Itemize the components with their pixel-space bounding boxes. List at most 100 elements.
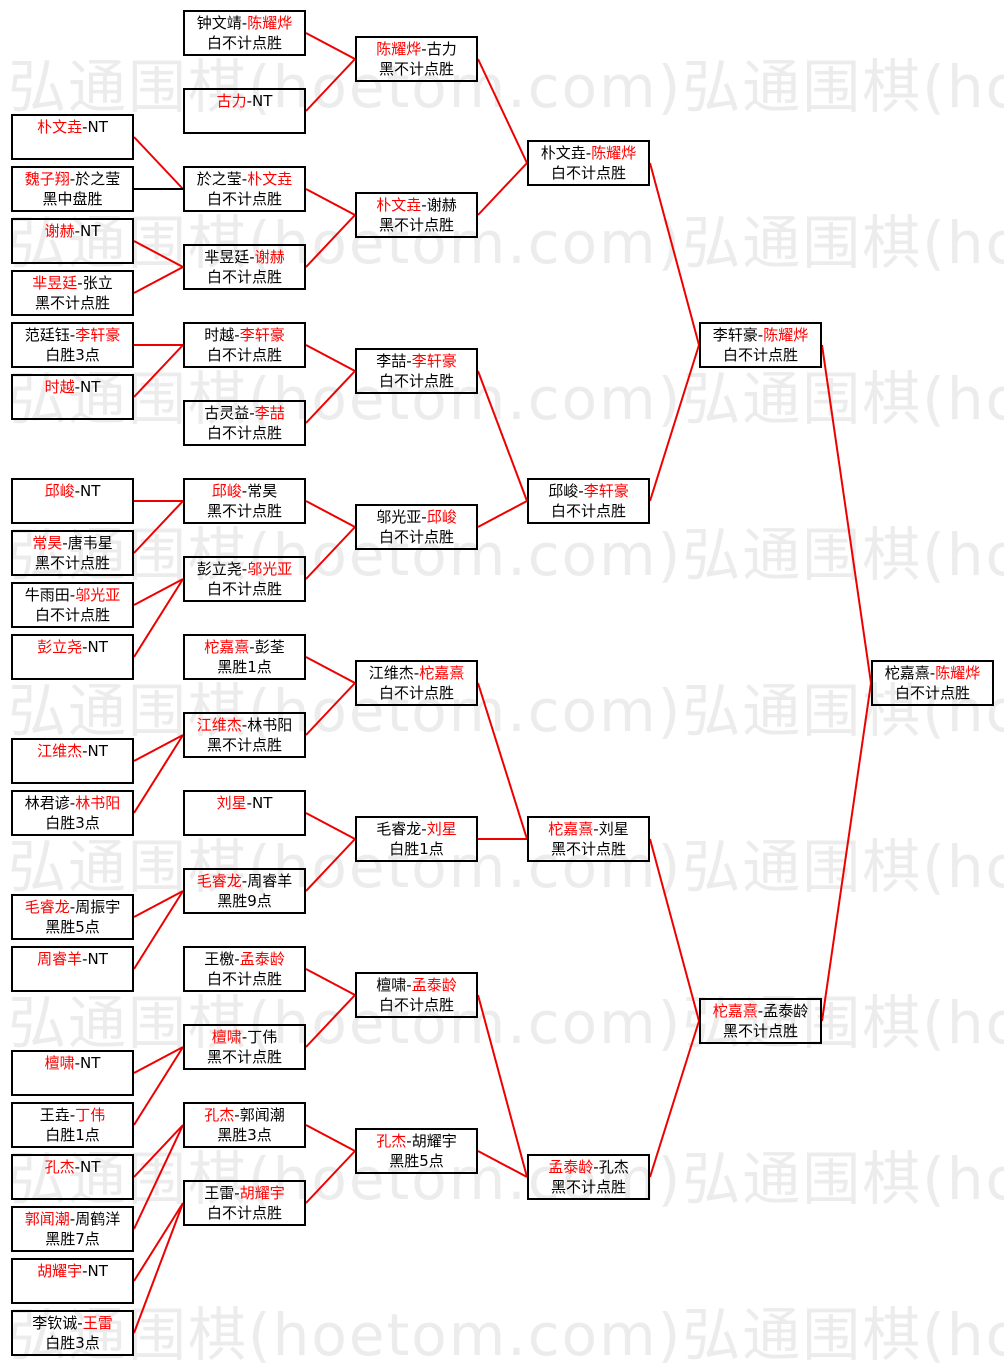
player-black: 朴文垚 [376, 196, 422, 214]
connector-r2-3-to-r3-2 [305, 188, 356, 216]
player-white: 刘星 [426, 820, 457, 838]
player-white: 谢赫 [426, 196, 457, 214]
player-white: 林书阳 [247, 716, 293, 734]
player-black: 芈昱廷 [204, 248, 250, 266]
player-black: 魏子翔 [24, 170, 70, 188]
match-players: 时越-李轩豪 [185, 325, 304, 345]
match-players: 时越-NT [13, 377, 132, 397]
player-black: 时越 [44, 378, 75, 396]
match-players: 王垚-丁伟 [13, 1105, 132, 1125]
player-white: 陈耀烨 [247, 14, 293, 32]
vs-dash: - [82, 950, 88, 968]
connector-r3-7-to-r4-4 [477, 994, 528, 1178]
vs-dash: - [69, 1106, 76, 1124]
player-white: 胡耀宇 [411, 1132, 457, 1150]
vs-dash: - [69, 1210, 76, 1228]
match-result: 白胜1点 [389, 840, 444, 858]
match-result: 黑中盘胜 [42, 190, 103, 208]
connector-r1-3-to-r2-4 [133, 240, 184, 268]
match-box-r2-9: 柁嘉熹-彭荃黑胜1点 [183, 634, 306, 680]
match-result: 黑不计点胜 [378, 60, 454, 78]
match-players: 古灵益-李喆 [185, 403, 304, 423]
player-white: 唐韦星 [67, 534, 113, 552]
match-box-r3-4: 邬光亚-邱峻白不计点胜 [355, 504, 478, 550]
connector-r3-1-to-r4-1 [477, 58, 528, 164]
player-white: NT [87, 1262, 108, 1280]
match-players: 林君谚-林书阳 [13, 793, 132, 813]
match-players: 柁嘉熹-孟泰龄 [701, 1001, 820, 1021]
connector-r2-1-to-r3-1 [305, 32, 356, 60]
vs-dash: - [241, 560, 248, 578]
connector-r1-10-to-r2-8 [133, 578, 184, 658]
match-box-r1-13: 毛睿龙-周振宇黑胜5点 [11, 894, 134, 940]
match-box-r1-4: 芈昱廷-张立黑不计点胜 [11, 270, 134, 316]
match-box-r1-6: 时越-NT [11, 374, 134, 420]
vs-dash: - [413, 664, 420, 682]
player-white: NT [80, 1054, 101, 1072]
player-white: 彭荃 [254, 638, 285, 656]
connector-r2-5-to-r3-3 [305, 344, 356, 372]
connector-r1-19-to-r2-16 [133, 1202, 184, 1282]
player-black: 彭立尧 [196, 560, 242, 578]
connector-r1-13-to-r2-12 [133, 890, 184, 918]
vs-dash: - [234, 1184, 240, 1202]
match-box-r2-1: 钟文靖-陈耀烨白不计点胜 [183, 10, 306, 56]
match-box-r4-3: 柁嘉熹-刘星黑不计点胜 [527, 816, 650, 862]
match-players: 邱峻-NT [13, 481, 132, 501]
player-white: NT [252, 92, 273, 110]
connector-r4-1-to-r5-1 [649, 162, 700, 346]
player-white: 周鹤洋 [75, 1210, 121, 1228]
match-players: 孔杰-郭闻潮 [185, 1105, 304, 1125]
match-result: 黑胜9点 [217, 892, 272, 910]
player-white: NT [87, 638, 108, 656]
player-black: 李轩豪 [712, 326, 758, 344]
player-black: 柁嘉熹 [548, 820, 594, 838]
match-box-r3-1: 陈耀烨-古力黑不计点胜 [355, 36, 478, 82]
vs-dash: - [406, 1132, 412, 1150]
vs-dash: - [69, 170, 76, 188]
match-box-r2-12: 毛睿龙-周睿羊黑胜9点 [183, 868, 306, 914]
connector-r2-14-to-r3-7 [305, 994, 356, 1048]
vs-dash: - [593, 820, 599, 838]
match-box-r1-7: 邱峻-NT [11, 478, 134, 524]
match-players: 周睿羊-NT [13, 949, 132, 969]
player-white: 张立 [82, 274, 113, 292]
player-white: 丁伟 [75, 1106, 106, 1124]
player-white: 李轩豪 [583, 482, 629, 500]
match-players: 李喆-李轩豪 [357, 351, 476, 371]
match-players: 牛雨田-邬光亚 [13, 585, 132, 605]
player-black: 邱峻 [548, 482, 579, 500]
vs-dash: - [82, 118, 88, 136]
player-white: NT [80, 482, 101, 500]
player-black: 孔杰 [44, 1158, 75, 1176]
vs-dash: - [77, 274, 83, 292]
match-box-r2-11: 刘星-NT [183, 790, 306, 836]
match-box-r2-4: 芈昱廷-谢赫白不计点胜 [183, 244, 306, 290]
match-result: 黑不计点胜 [378, 216, 454, 234]
connector-r2-11-to-r3-6 [305, 812, 356, 840]
match-box-r2-3: 於之莹-朴文垚白不计点胜 [183, 166, 306, 212]
player-white: 邬光亚 [75, 586, 121, 604]
match-players: 孔杰-胡耀宇 [357, 1131, 476, 1151]
match-players: 芈昱廷-张立 [13, 273, 132, 293]
player-white: NT [80, 222, 101, 240]
match-players: 江维杰-NT [13, 741, 132, 761]
match-players: 於之莹-朴文垚 [185, 169, 304, 189]
player-white: NT [87, 950, 108, 968]
match-box-r1-5: 范廷钰-李轩豪白胜3点 [11, 322, 134, 368]
match-box-r4-4: 孟泰龄-孔杰黑不计点胜 [527, 1154, 650, 1200]
player-white: 常昊 [247, 482, 278, 500]
connector-r3-3-to-r4-2 [477, 370, 528, 502]
connector-r3-5-to-r4-3 [477, 682, 528, 840]
connector-r1-4-to-r2-4 [133, 266, 184, 294]
player-white: 邱峻 [426, 508, 457, 526]
connector-r4-4-to-r5-2 [649, 1020, 700, 1178]
match-box-r1-20: 李钦诚-王雷白胜3点 [11, 1310, 134, 1356]
player-white: 李轩豪 [75, 326, 121, 344]
connector-r1-11-to-r2-10 [133, 734, 184, 762]
match-players: 毛睿龙-刘星 [357, 819, 476, 839]
match-box-r1-2: 魏子翔-於之莹黑中盘胜 [11, 166, 134, 212]
player-black: 彭立尧 [37, 638, 83, 656]
player-black: 谢赫 [44, 222, 75, 240]
